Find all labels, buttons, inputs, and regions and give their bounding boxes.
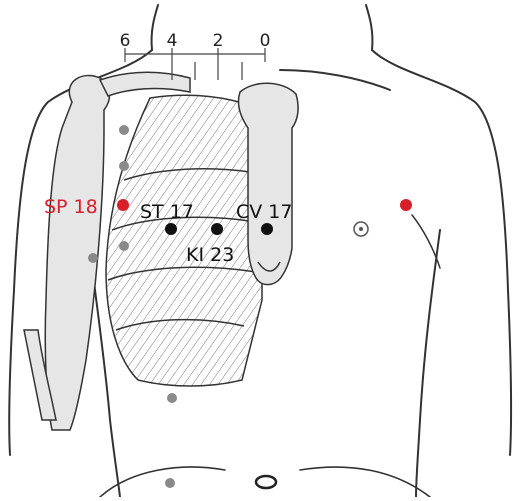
sp18-label: SP 18 — [44, 196, 98, 218]
point-gray-5 — [167, 393, 177, 403]
st17-label: ST 17 — [140, 201, 194, 223]
point-gray-4 — [88, 253, 98, 263]
point-gray-2 — [119, 161, 129, 171]
ki23-point — [211, 223, 223, 235]
navel — [256, 476, 276, 488]
sp18-point-right — [400, 199, 412, 211]
scale-label-6: 6 — [120, 31, 131, 51]
point-gray-3 — [119, 241, 129, 251]
rib-cage — [106, 95, 262, 386]
nipple-right — [354, 222, 368, 236]
cv17-point — [261, 223, 273, 235]
point-gray-1 — [119, 125, 129, 135]
scale-label-0: 0 — [260, 31, 271, 51]
point-gray-6 — [165, 478, 175, 488]
st17-point — [165, 223, 177, 235]
scale-label-4: 4 — [167, 31, 178, 51]
scale-labels: 6 4 2 0 — [120, 31, 271, 51]
sp18-point — [117, 199, 129, 211]
scale-label-2: 2 — [213, 31, 224, 51]
ki23-label: KI 23 — [186, 244, 234, 266]
cv17-label: CV 17 — [236, 201, 292, 223]
